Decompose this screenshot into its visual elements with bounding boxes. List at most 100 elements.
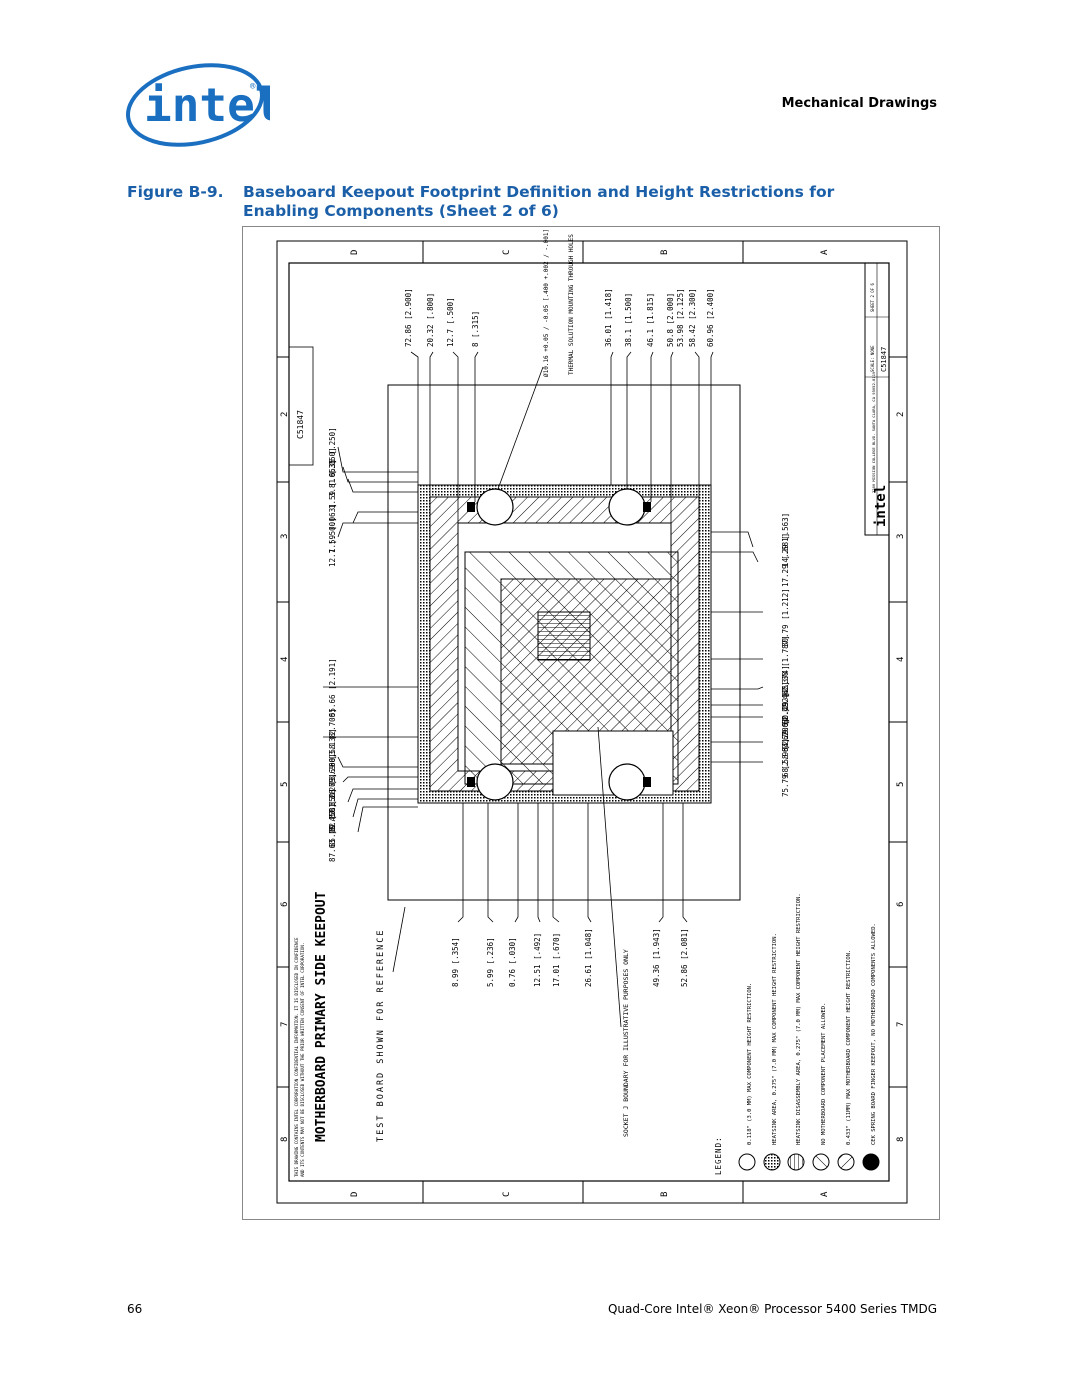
dim-label-left: 1.59 [.063] xyxy=(328,459,337,509)
zone-number-left: 6 xyxy=(280,902,290,907)
legend-item: 0.433" (11MM) MAX MOTHERBOARD COMPONENT … xyxy=(846,950,852,1145)
dim-label-bottom: 0.76 [.030] xyxy=(508,937,517,987)
bottom-leaders xyxy=(457,726,688,1028)
dim-label-bottom: 26.61 [1.048] xyxy=(584,928,593,987)
dim-label-right: 45.38 [1.787] xyxy=(781,635,790,694)
title-block-scale: SCALE: NONE xyxy=(870,345,875,372)
dim-label-top: 38.1 [1.500] xyxy=(624,293,633,347)
figure-number: Figure B-9. xyxy=(127,183,224,201)
page-number: 66 xyxy=(127,1302,143,1316)
zone-number-left: 4 xyxy=(280,657,290,662)
thermal-note: THERMAL SOLUTION MOUNTING THROUGH HOLES xyxy=(568,234,575,375)
dim-label-right: 68.58 [2.700] xyxy=(781,718,790,777)
dim-label-left: 82.87 [3.263] xyxy=(328,773,337,832)
figure-title-line2: Enabling Components (Sheet 2 of 6) xyxy=(243,202,559,220)
dim-label-right: 17.29 [.681] xyxy=(781,533,790,587)
title-block-dwg: C51847 xyxy=(880,347,888,372)
zone-letter-bottom: B xyxy=(660,1192,670,1197)
dim-label-right: 62.54 [2.462] xyxy=(781,681,790,740)
dim-label-right: 60.29 [2.374] xyxy=(781,665,790,724)
dim-label-bottom: 52.86 [2.081] xyxy=(680,928,689,987)
zone-number-right: 2 xyxy=(896,412,906,417)
dim-label-top: 12.7 [.500] xyxy=(446,297,455,347)
document-title: Quad-Core Intel® Xeon® Processor 5400 Se… xyxy=(607,1302,937,1316)
dim-label-left: 68.58 [2.700] xyxy=(328,708,337,767)
dim-label-left: 85.09 [3.350] xyxy=(328,788,337,847)
zone-number-right: 7 xyxy=(896,1022,906,1027)
dim-label-left: 1.59 [.063] xyxy=(328,503,337,553)
dim-label-top: 58.42 [2.300] xyxy=(688,288,697,347)
socket-note: SOCKET J BOUNDARY FOR ILLUSTRATIVE PURPO… xyxy=(622,949,630,1137)
confidential-line2: AND ITS CONTENTS MAY NOT BE DISCLOSED WI… xyxy=(300,943,305,1177)
confidential-line1: THIS DRAWING CONTAINS INTEL CORPORATION … xyxy=(294,937,299,1177)
dim-label-bottom: 8.99 [.354] xyxy=(451,937,460,987)
svg-text:intel: intel xyxy=(144,78,270,132)
zone-number-right: 4 xyxy=(896,657,906,662)
dim-label-left: 12.7 [.500] xyxy=(328,517,337,567)
drawing-main-title: MOTHERBOARD PRIMARY SIDE KEEPOUT xyxy=(314,891,329,1142)
dim-label-left: 3.81 [.150] xyxy=(328,447,337,497)
dim-label-right: 14.29 [.563] xyxy=(781,513,790,567)
zone-letter-bottom: A xyxy=(820,1191,830,1197)
zone-letter-bottom: C xyxy=(502,1192,512,1197)
dim-label-top: 8 [.315] xyxy=(471,311,480,347)
legend-item: HEATSINK DISASSEMBLY AREA, 0.275" (7.0 M… xyxy=(796,893,802,1145)
dim-label-top: 60.96 [2.400] xyxy=(706,288,715,347)
legend-item: 0.118" (3.0 MM) MAX COMPONENT HEIGHT RES… xyxy=(747,983,753,1145)
dim-label-bottom: 12.51 [.492] xyxy=(533,933,542,987)
drawing-frame: D D C C B B A A 8 8 7 7 6 6 5 5 4 4 3 3 2 2 xyxy=(242,226,940,1220)
zone-number-left: 5 xyxy=(280,782,290,787)
mechanical-drawing: D D C C B B A A 8 8 7 7 6 6 5 5 4 4 3 3 2 2 xyxy=(276,229,908,1204)
legend-item: HEATSINK AREA, 0.275" (7.0 MM) MAX COMPO… xyxy=(772,933,778,1145)
zone-number-right: 6 xyxy=(896,902,906,907)
zone-number-left: 7 xyxy=(280,1022,290,1027)
dim-label-right: 75.79 [2.984] xyxy=(781,738,790,797)
dim-label-left: 6.35 [.250] xyxy=(328,427,337,477)
dim-label-top: 20.32 [.800] xyxy=(426,293,435,347)
section-label: Mechanical Drawings xyxy=(781,96,937,111)
legend-symbols xyxy=(738,1153,880,1171)
dim-label-top: 36.01 [1.418] xyxy=(604,288,613,347)
dim-label-right: 63.29 [2.492] xyxy=(781,693,790,752)
intel-logo: intel ® xyxy=(126,63,270,147)
mounting-holes xyxy=(467,488,651,801)
dim-label-right: 30.79 [1.212] xyxy=(781,588,790,647)
zone-ticks xyxy=(277,241,907,1203)
zone-number-right: 3 xyxy=(896,534,906,539)
dim-label-bottom: 17.01 [.670] xyxy=(552,933,561,987)
test-board-outline xyxy=(387,384,741,901)
legend-title: LEGEND: xyxy=(714,1136,723,1175)
figure-title-line1: Baseboard Keepout Footprint Definition a… xyxy=(243,183,835,201)
figure-title: Figure B-9. Baseboard Keepout Footprint D… xyxy=(127,183,887,221)
dim-label-top: 50.8 [2.000] xyxy=(666,293,675,347)
top-leaders xyxy=(410,351,714,523)
test-board-note: TEST BOARD SHOWN FOR REFERENCE xyxy=(376,928,386,1142)
side-leaders xyxy=(323,446,764,833)
title-block: intel 2200 MISSION COLLEGE BLVD. SANTA C… xyxy=(864,262,890,536)
title-block-sheet: SHEET 2 OF 6 xyxy=(870,283,875,312)
svg-text:®: ® xyxy=(250,82,256,92)
socket-area xyxy=(537,611,591,661)
dim-label-top: 72.86 [2.900] xyxy=(404,288,413,347)
dim-label-left: 79.69 [3.138] xyxy=(328,728,337,787)
zone-number-left: 2 xyxy=(280,412,290,417)
hole-dim: Ø10.16 +0.05 / -0.05 [.400 +.002 / -.001… xyxy=(543,229,550,377)
zone-letter-top: A xyxy=(820,249,830,255)
dim-label-left: 81.28 [3.200] xyxy=(328,753,337,812)
legend-item: CEK SPRING BOARD FINGER KEEPOUT, NO MOTH… xyxy=(871,923,877,1145)
dim-label-bottom: 5.99 [.236] xyxy=(486,937,495,987)
dim-label-left: 87.63 [3.450] xyxy=(328,803,337,862)
zone-number-right: 8 xyxy=(896,1137,906,1142)
zone-letter-bottom: D xyxy=(350,1192,360,1197)
dim-label-top: 46.1 [1.815] xyxy=(646,293,655,347)
zone-number-right: 5 xyxy=(896,782,906,787)
legend-item: NO MOTHERBOARD COMPONENT PLACEMENT ALLOW… xyxy=(821,1003,827,1145)
zone-letter-top: D xyxy=(350,250,360,255)
dim-label-top: 53.98 [2.125] xyxy=(676,288,685,347)
dim-label-bottom: 49.36 [1.943] xyxy=(652,928,661,987)
zone-letter-top: C xyxy=(502,250,512,255)
zone-number-left: 3 xyxy=(280,534,290,539)
zone-letter-top: B xyxy=(660,250,670,255)
svg-text:intel: intel xyxy=(873,485,889,527)
zone-number-left: 8 xyxy=(280,1137,290,1142)
